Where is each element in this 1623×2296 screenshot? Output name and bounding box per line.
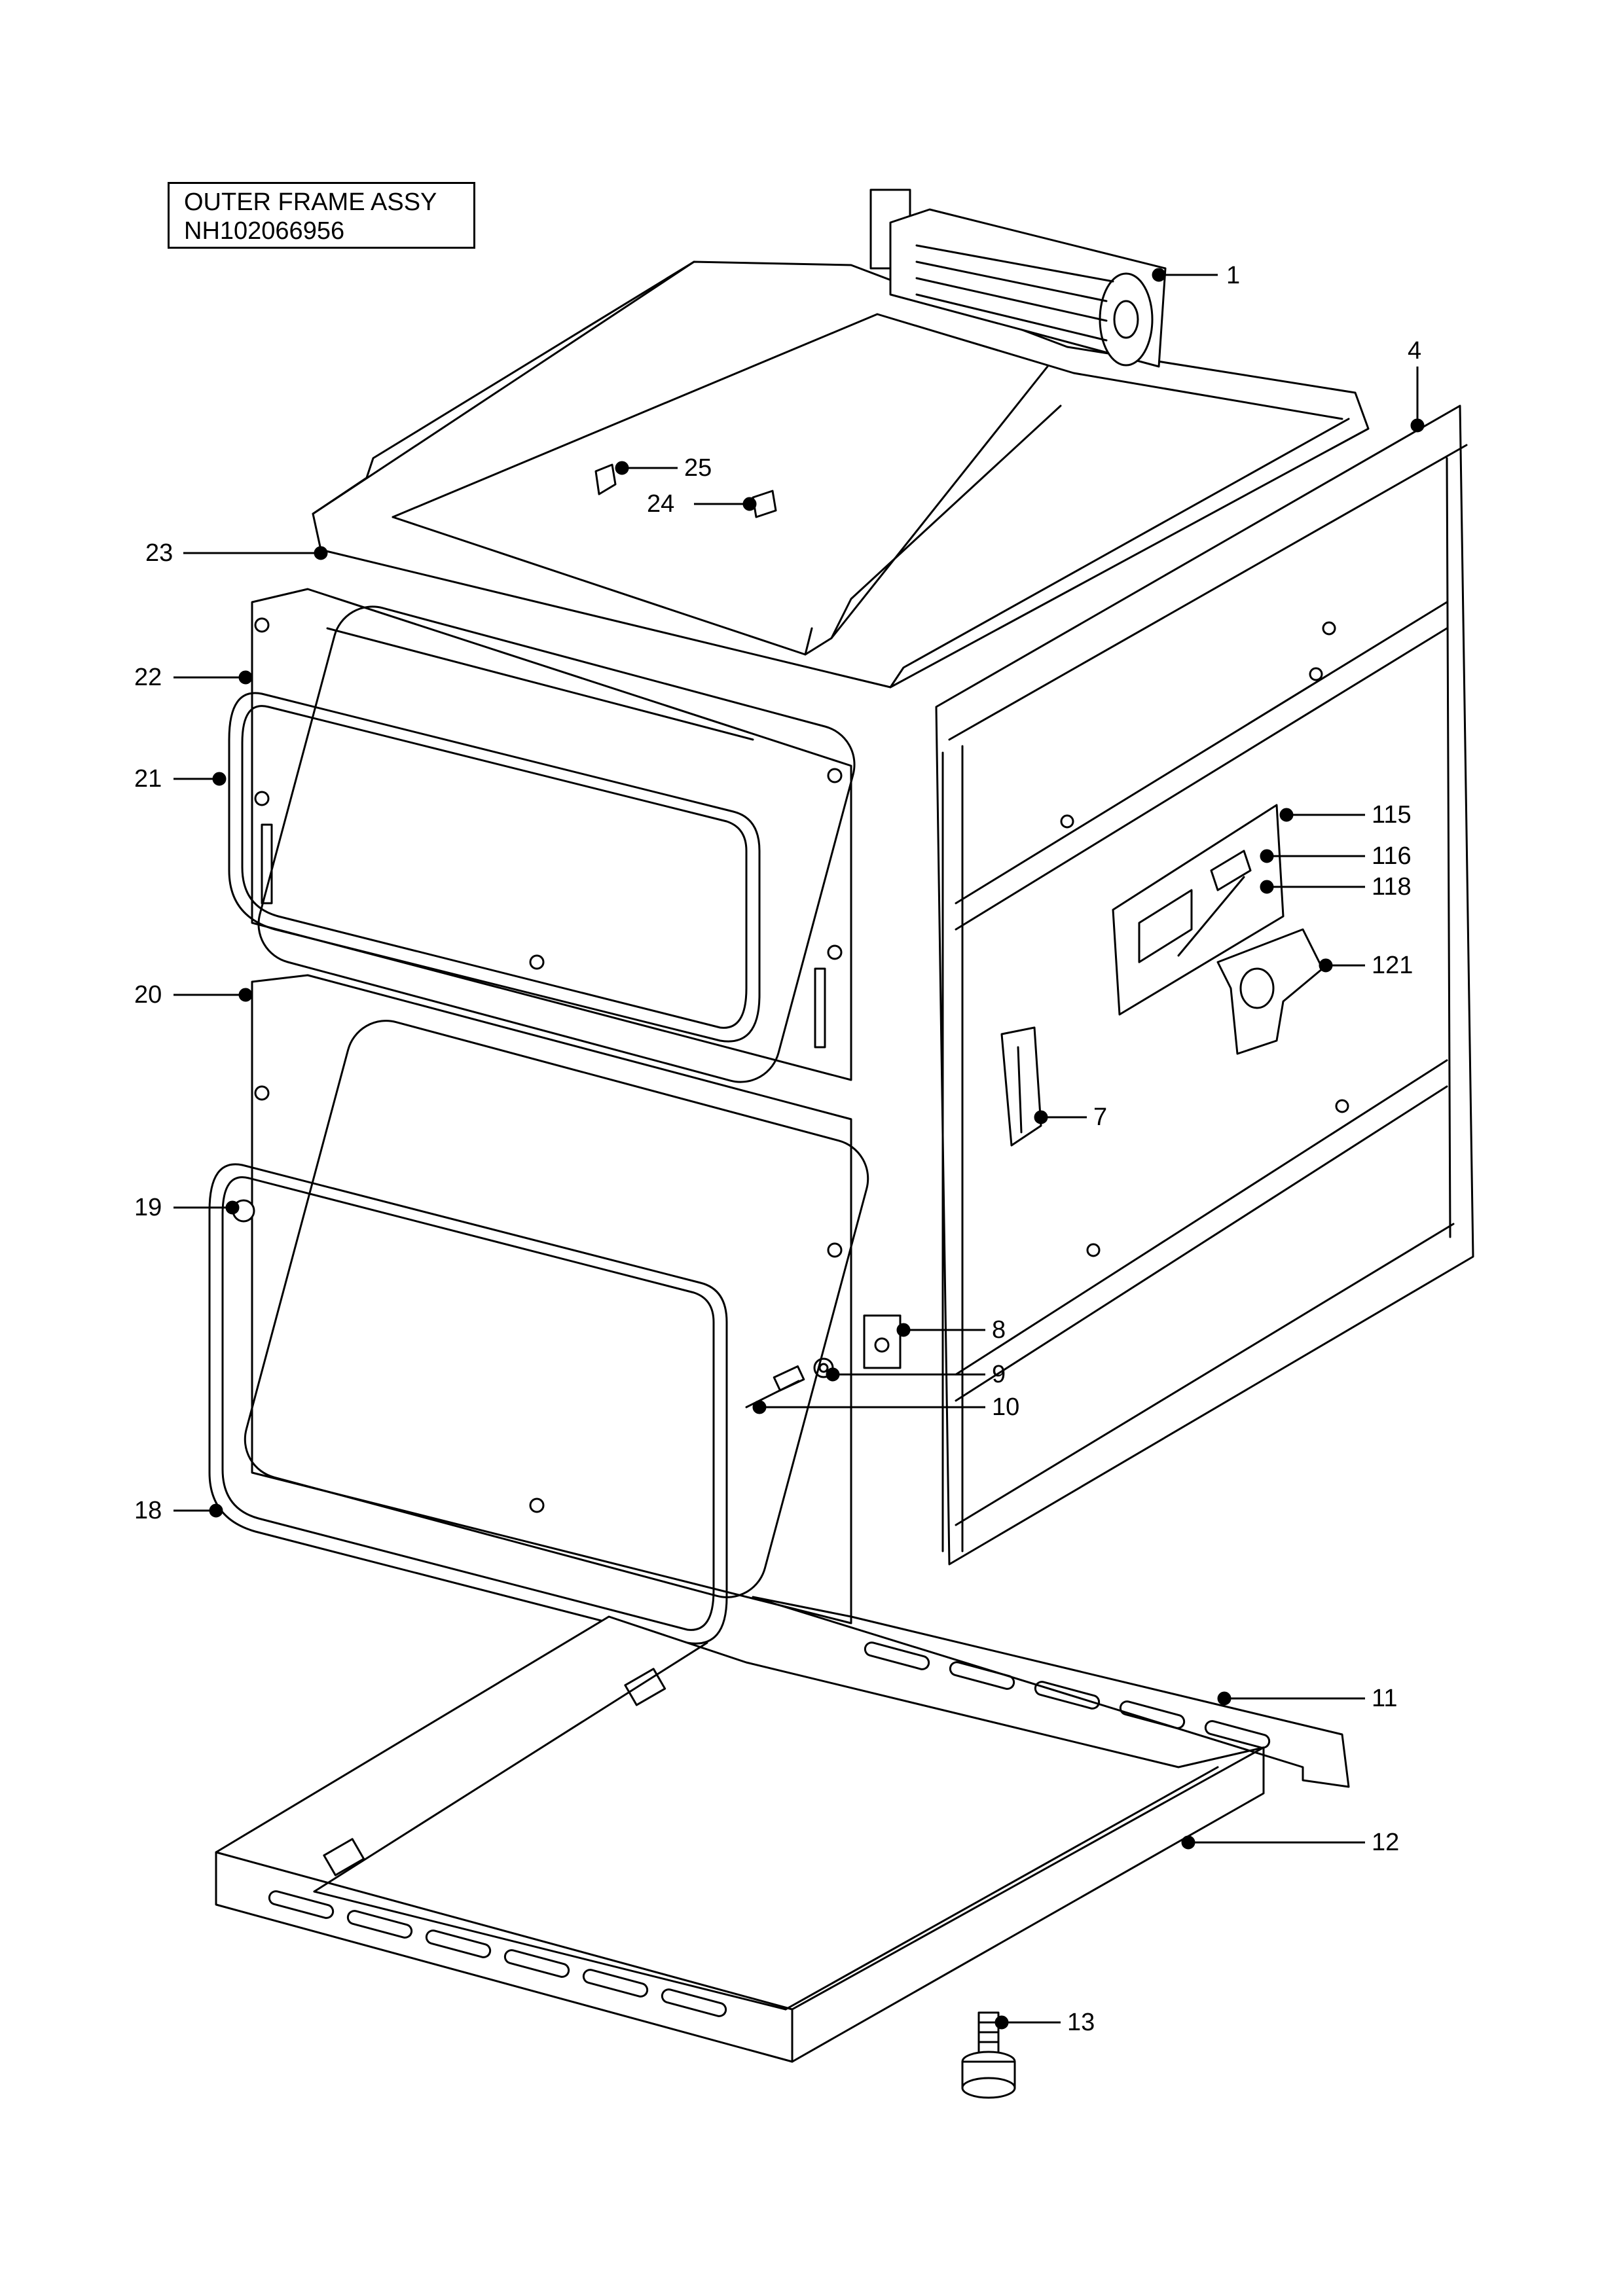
- callout-9: 9: [992, 1361, 1006, 1388]
- top-panel: [312, 260, 1370, 689]
- callout-10: 10: [992, 1393, 1019, 1421]
- callout-115: 115: [1372, 801, 1412, 829]
- callout-21: 21: [134, 765, 162, 793]
- base-vent-slots: [268, 1641, 1271, 2017]
- callout-12: 12: [1372, 1829, 1399, 1856]
- callout-11: 11: [1372, 1685, 1397, 1712]
- callout-13: 13: [1067, 2009, 1095, 2036]
- callout-7: 7: [1093, 1103, 1107, 1131]
- callout-18: 18: [134, 1497, 162, 1524]
- callout-19: 19: [134, 1194, 162, 1221]
- callout-118: 118: [1372, 873, 1412, 901]
- upper-door-seal: [228, 692, 761, 1043]
- callout-4: 4: [1408, 337, 1421, 365]
- thermostat-bracket: [1112, 804, 1285, 1016]
- lower-door-seal: [208, 1163, 728, 1645]
- callout-leaders: [173, 268, 1425, 2030]
- callout-116: 116: [1372, 842, 1412, 870]
- part-number: NH102066956: [184, 217, 345, 245]
- callout-25: 25: [684, 454, 712, 482]
- callout-1: 1: [1226, 262, 1240, 289]
- side-panel: [935, 404, 1474, 1566]
- upper-front-panel: [251, 588, 856, 1083]
- title-box: OUTER FRAME ASSY NH102066956: [168, 182, 475, 249]
- switch-bracket: [1216, 928, 1324, 1055]
- callout-20: 20: [134, 981, 162, 1009]
- callout-121: 121: [1372, 952, 1413, 979]
- callout-24: 24: [647, 490, 674, 518]
- lower-front-panel: [244, 974, 869, 1624]
- callout-22: 22: [134, 664, 162, 691]
- thermostat-clip-25: [594, 463, 617, 495]
- callout-23: 23: [145, 539, 173, 567]
- callout-8: 8: [992, 1316, 1006, 1344]
- fan-motor: [869, 188, 1167, 368]
- base-frame: [215, 1596, 1350, 2063]
- assembly-name: OUTER FRAME ASSY: [184, 188, 437, 216]
- hinge-bracket: [1000, 1026, 1042, 1147]
- cable-grommet: [863, 1314, 902, 1369]
- thermostat-clip-24: [752, 490, 777, 518]
- adjustable-foot: [961, 2011, 1016, 2099]
